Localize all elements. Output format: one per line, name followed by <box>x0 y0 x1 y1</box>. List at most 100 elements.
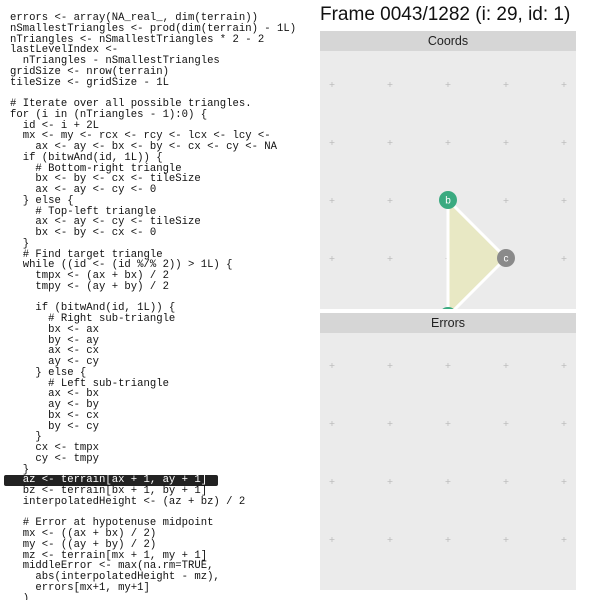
code-line: by <- ay <box>10 334 100 347</box>
code-line: mx <- my <- rcx <- rcy <- lcx <- lcy <- <box>10 130 271 143</box>
grid-dot: + <box>445 361 452 370</box>
grid-dot: + <box>561 196 568 205</box>
code-line: bx <- by <- cx <- tileSize <box>10 173 201 186</box>
triangle <box>446 198 508 309</box>
code-line: cy <- tmpy <box>10 452 100 465</box>
code-line: } <box>10 431 42 444</box>
code-line: tileSize <- gridSize - 1L <box>10 76 169 89</box>
code-line: errors <- array(NA_real_, dim(terrain)) <box>10 12 258 24</box>
grid-dot: + <box>387 80 394 89</box>
code-line: ay <- cy <box>10 356 100 368</box>
code-line: bx <- cx <box>10 409 100 422</box>
errors-panel: Errors + + + + + + + + + + + + + + + + + + + + <box>320 313 576 590</box>
code-line: nTriangles - nSmallestTriangles <box>10 55 220 67</box>
coords-panel-title: Coords <box>320 31 576 51</box>
grid-dot: + <box>503 80 510 89</box>
code-listing: errors <- array(NA_real_, dim(terrain))n… <box>4 12 297 600</box>
vertex-c-marker <box>497 249 515 267</box>
code-line: gridSize <- nrow(terrain) <box>10 65 169 78</box>
code-line: while ((id <- (id %/% 2)) > 1L) { <box>10 259 233 272</box>
grid-dot: + <box>503 477 510 486</box>
grid-dot: + <box>561 138 568 147</box>
code-line: abs(interpolatedHeight - mz), <box>10 571 220 583</box>
code-line: bx <- by <- cx <- 0 <box>10 227 157 239</box>
grid-dot: + <box>329 535 336 544</box>
code-line: # Left sub-triangle <box>10 377 169 390</box>
grid-dot: + <box>329 361 336 370</box>
grid-dot: + <box>445 535 452 544</box>
code-line: ax <- ay <- bx <- by <- cx <- cy <- NA <box>10 141 278 153</box>
code-line: mx <- ((ax + bx) / 2) <box>10 528 157 540</box>
vertex-c: c <box>497 249 515 267</box>
vertex-b: b <box>439 191 457 209</box>
grid-dot: + <box>329 80 336 89</box>
code-line: ax <- ay <- cy <- tileSize <box>10 216 201 229</box>
grid-dot: + <box>387 419 394 428</box>
code-panel: errors <- array(NA_real_, dim(terrain))n… <box>4 12 297 600</box>
errors-panel-title: Errors <box>320 313 576 333</box>
code-line: ) <box>10 592 30 600</box>
vertex-b-label: b <box>445 196 451 207</box>
code-line: my <- ((ay + by) / 2) <box>10 538 157 551</box>
grid-dot: + <box>387 477 394 486</box>
code-line: ax <- bx <box>10 388 100 401</box>
errors-grid: + + + + + + + + + + + + + + + + + + + + <box>329 361 568 544</box>
code-line: interpolatedHeight <- (az + bz) / 2 <box>10 495 246 508</box>
vertex-a-marker <box>442 307 454 309</box>
grid-dot: + <box>561 361 568 370</box>
grid-dot: + <box>329 254 336 263</box>
code-line: if (bitwAnd(id, 1L)) { <box>10 302 176 315</box>
errors-plot: + + + + + + + + + + + + + + + + + + + + <box>329 361 568 544</box>
frame-title: Frame 0043/1282 (i: 29, id: 1) <box>320 4 571 25</box>
grid-dot: + <box>445 80 452 89</box>
grid-dot: + <box>503 419 510 428</box>
vertex-b-marker <box>439 191 457 209</box>
code-line: } else { <box>10 366 87 379</box>
code-line: tmpx <- (ax + bx) / 2 <box>10 270 169 282</box>
grid-dot: + <box>387 535 394 544</box>
code-line: mz <- terrain[mx + 1, my + 1] <box>10 549 208 562</box>
grid-dot: + <box>503 196 510 205</box>
grid-dot: + <box>329 138 336 147</box>
grid-dot: + <box>503 361 510 370</box>
code-line: for (i in (nTriangles - 1):0) { <box>10 108 208 121</box>
code-line: if (bitwAnd(id, 1L)) { <box>10 151 163 164</box>
code-line: by <- cy <box>10 420 100 433</box>
vertex-a: a <box>442 307 454 309</box>
code-line: # Error at hypotenuse midpoint <box>10 517 214 530</box>
grid-dot: + <box>561 477 568 486</box>
code-line-current: az <- terrain[ax + 1, ay + 1] <box>4 475 218 486</box>
code-line: lastLevelIndex <- <box>10 44 119 57</box>
grid-dot: + <box>445 419 452 428</box>
grid-dot: + <box>387 138 394 147</box>
grid-dot: + <box>329 477 336 486</box>
code-line: # Top-left triangle <box>10 205 157 218</box>
grid-dot: + <box>387 361 394 370</box>
code-line: # Right sub-triangle <box>10 313 176 325</box>
code-line: } <box>10 237 30 250</box>
code-line: nSmallestTriangles <- prod(dim(terrain) … <box>10 22 297 35</box>
code-line: bx <- ax <box>10 323 100 336</box>
coords-plot: ++++++++++++++++++++ b c a <box>329 80 568 309</box>
coords-panel: Coords ++++++++++++++++++++ b c a <box>320 31 576 309</box>
code-line: ax <- ay <- cy <- 0 <box>10 184 157 196</box>
grid-dot: + <box>561 535 568 544</box>
code-line: middleError <- max(na.rm=TRUE, <box>10 560 214 573</box>
grid-dot: + <box>445 477 452 486</box>
code-line: tmpy <- (ay + by) / 2 <box>10 280 169 293</box>
grid-dot: + <box>329 419 336 428</box>
grid-dot: + <box>503 535 510 544</box>
code-line: bz <- terrain[bx + 1, by + 1] <box>10 485 208 497</box>
grid-dot: + <box>561 80 568 89</box>
code-line: ax <- cx <box>10 345 100 358</box>
code-line: errors[mx+1, my+1] <box>10 581 150 594</box>
vertex-c-label: c <box>504 254 509 265</box>
code-line: cx <- tmpx <box>10 442 100 454</box>
code-line: id <- i + 2L <box>10 119 100 132</box>
grid-dot: + <box>561 419 568 428</box>
code-line: # Iterate over all possible triangles. <box>10 98 252 110</box>
grid-dot: + <box>561 254 568 263</box>
grid-dot: + <box>503 138 510 147</box>
grid-dot: + <box>329 196 336 205</box>
grid-dot: + <box>445 138 452 147</box>
